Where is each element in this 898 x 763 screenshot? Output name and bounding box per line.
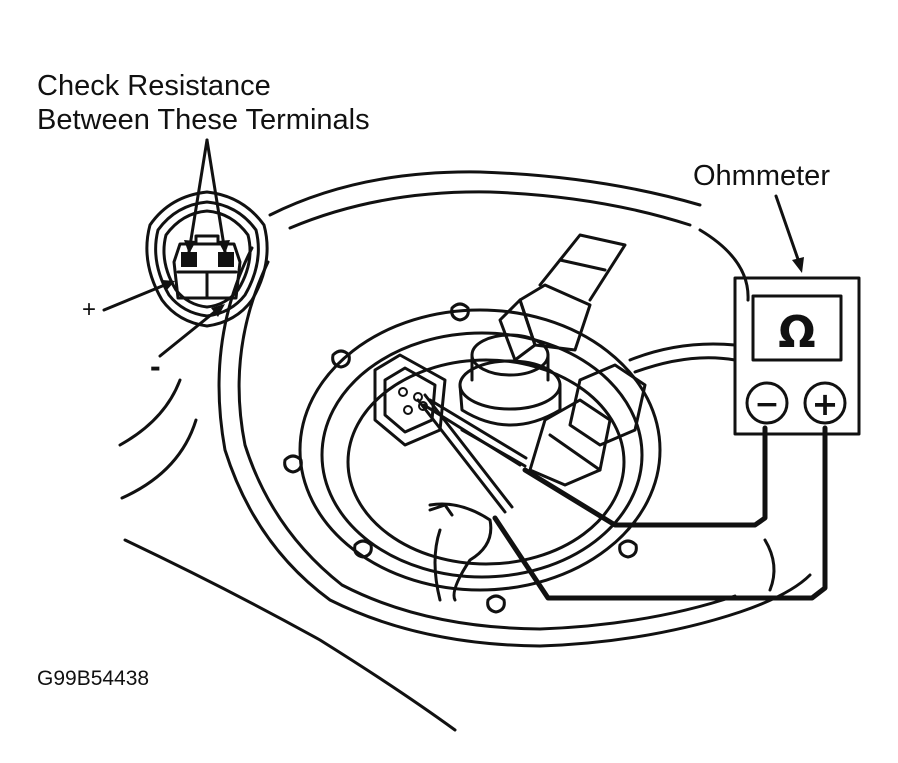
minus-terminal-label: - (150, 348, 161, 384)
minus-terminal (218, 252, 234, 267)
test-leads (492, 425, 828, 601)
flange-bolts (283, 302, 638, 614)
negative-jack-symbol: − (754, 387, 779, 422)
check-resistance-label-line1: Check Resistance (37, 70, 271, 102)
plus-terminal-label: + (82, 296, 97, 323)
plus-terminal (181, 252, 197, 267)
ohm-symbol: Ω (778, 307, 815, 358)
test-probes (416, 393, 528, 514)
figure-code: G99B54438 (37, 667, 150, 690)
fuel-pump-assembly (373, 233, 737, 602)
fuel-tank-opening (118, 170, 812, 732)
negative-jack (745, 381, 789, 425)
ohmmeter: Ω − + (733, 194, 861, 436)
ohmmeter-label: Ohmmeter (693, 160, 830, 192)
check-resistance-label-line2: Between These Terminals (37, 104, 370, 136)
connector-detail (102, 138, 269, 358)
positive-jack (803, 381, 847, 425)
positive-jack-symbol: + (812, 385, 839, 423)
